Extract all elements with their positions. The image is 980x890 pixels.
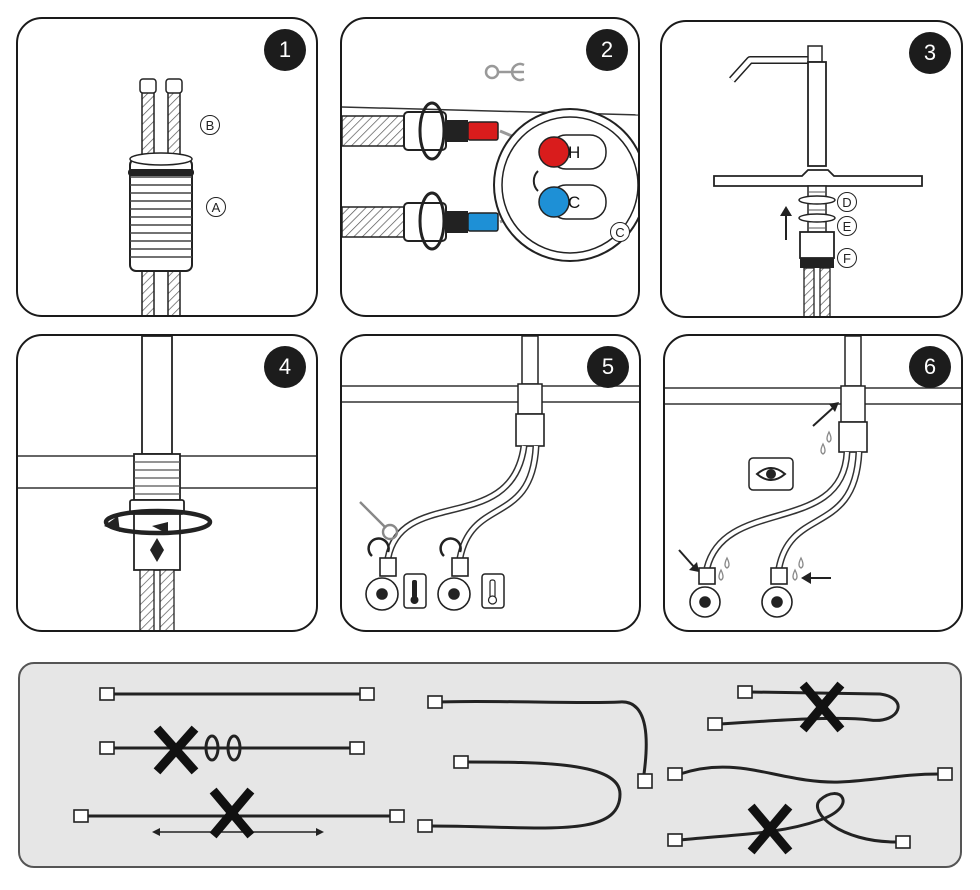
- callout-a: A: [206, 197, 226, 217]
- cold-label: C: [568, 193, 581, 212]
- hose-coiled: [679, 792, 897, 844]
- cold-port: [538, 186, 570, 218]
- step-5-panel: 5: [340, 334, 641, 632]
- leak-check-illustration: [665, 336, 961, 618]
- step-number-badge: 5: [587, 346, 629, 388]
- hose-tight-loop: [719, 690, 900, 726]
- hose-fittings: [73, 685, 953, 849]
- not-allowed-x-icon: [747, 803, 793, 855]
- tap-body: [807, 61, 827, 167]
- water-drop-icon: [718, 430, 832, 581]
- step-2-panel: 2 H C C: [340, 17, 640, 317]
- step-6-panel: 6: [663, 334, 963, 632]
- step-number-badge: 4: [264, 346, 306, 388]
- shutoff-valve-cold: [437, 557, 471, 611]
- step-number-badge: 1: [264, 29, 306, 71]
- callout-e: E: [837, 216, 857, 236]
- hot-label: H: [568, 143, 581, 162]
- callout-d: D: [837, 192, 857, 212]
- wrench-icon: [359, 501, 399, 541]
- hose-routing-examples: [73, 681, 953, 855]
- step-number-badge: 2: [586, 29, 628, 71]
- cold-hose-end: [467, 212, 499, 232]
- step-number-badge: 3: [909, 32, 951, 74]
- not-allowed-x-icon: [153, 725, 199, 775]
- step-3-panel: 3 D E F: [660, 20, 963, 318]
- tap-body-illustration: [128, 78, 194, 315]
- countertop: [713, 169, 923, 187]
- callout-c: C: [610, 222, 630, 242]
- not-allowed-x-icon: [799, 681, 845, 733]
- hot-thermometer-icon: [403, 573, 427, 609]
- callout-b: B: [200, 115, 220, 135]
- callout-f: F: [837, 248, 857, 268]
- cold-thermometer-icon: [481, 573, 505, 609]
- not-allowed-x-icon: [209, 787, 255, 839]
- shutoff-valve-hot: [365, 557, 399, 611]
- hose-u-bend: [439, 699, 648, 775]
- hose-gentle-curve: [679, 765, 941, 784]
- hose-connection-illustration: [342, 62, 638, 262]
- hose-u-bend-lower: [429, 760, 622, 830]
- hot-port: [538, 136, 570, 168]
- valve-connection-illustration: [342, 336, 639, 611]
- step-4-panel: 4: [16, 334, 318, 632]
- hot-hose-end: [467, 121, 499, 141]
- hose-routing-guide: [18, 662, 962, 868]
- wrench-icon: [484, 62, 525, 82]
- gasket-a: [128, 169, 194, 176]
- step-number-badge: 6: [909, 346, 951, 388]
- eye-icon: [748, 457, 794, 491]
- step-1-panel: 1 B A: [16, 17, 318, 317]
- tap-mounting-illustration: [713, 45, 923, 316]
- nut-tightening-illustration: [18, 336, 316, 630]
